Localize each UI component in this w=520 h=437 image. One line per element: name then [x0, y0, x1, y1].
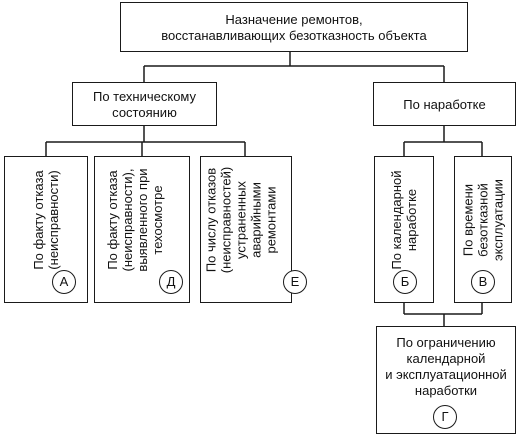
marker-g: Г — [433, 405, 457, 429]
leaf-box-b: По календарной наработке Б — [374, 156, 434, 303]
leaf-v-text: По времени безотказной эксплуатации — [461, 179, 506, 261]
marker-e: Е — [283, 270, 307, 294]
leaf-v-line3: эксплуатации — [490, 179, 506, 261]
leaf-v-line2: безотказной — [475, 183, 491, 257]
root-title-line2: восстанавливающих безотказность объекта — [161, 28, 427, 43]
leaf-a-line2: (неисправности) — [46, 170, 61, 270]
root-title-line1: Назначение ремонтов, — [225, 12, 363, 27]
leaf-d-line2: (неисправности), — [120, 168, 135, 272]
bottom-line1: По ограничению — [396, 335, 496, 350]
branch-operating-time: По наработке — [373, 82, 516, 126]
leaf-d-line3: выявленного при — [135, 168, 150, 272]
root-box: Назначение ремонтов, восстанавливающих б… — [120, 2, 468, 52]
bottom-line4: наработки — [414, 383, 478, 398]
leaf-a-text: По факту отказа (неисправности) — [31, 170, 61, 269]
leaf-b-text: По календарной наработке — [389, 170, 419, 269]
branch-technical-condition-line1: По техническому — [92, 89, 197, 104]
branch-technical-condition-line2: состоянию — [112, 105, 177, 120]
leaf-a-line1: По факту отказа — [31, 170, 46, 270]
bottom-line2: календарной — [406, 351, 486, 366]
marker-d: Д — [159, 270, 183, 294]
branch-operating-time-line1: По наработке — [403, 97, 486, 112]
leaf-v-line1: По времени — [460, 183, 476, 257]
leaf-b-line1: По календарной — [389, 170, 404, 270]
bottom-box: По ограничению календарной и эксплуатаци… — [376, 326, 516, 434]
leaf-e-line1: По числу отказов — [203, 167, 219, 273]
leaf-box-v: По времени безотказной эксплуатации В — [454, 156, 512, 303]
marker-a: А — [52, 270, 76, 294]
leaf-d-line1: По факту отказа — [105, 170, 120, 270]
marker-b: Б — [393, 270, 417, 294]
bottom-line3: и эксплуатационной — [385, 367, 507, 382]
leaf-d-text: По факту отказа (неисправности), выявлен… — [105, 168, 165, 271]
leaf-box-d: По факту отказа (неисправности), выявлен… — [94, 156, 190, 303]
leaf-d-line4: техосмотре — [150, 185, 165, 255]
leaf-e-line2: (неисправностей) — [218, 166, 234, 274]
leaf-e-line5: ремонтами — [263, 186, 279, 254]
leaf-box-e: По числу отказов (неисправностей) устран… — [200, 156, 307, 303]
leaf-e-line4: аварийными — [248, 182, 264, 258]
branch-technical-condition: По техническому состоянию — [72, 82, 217, 126]
leaf-e-line3: устраненных — [233, 181, 249, 259]
leaf-e-text: По числу отказов (неисправностей) устран… — [204, 167, 279, 273]
leaf-box-a: По факту отказа (неисправности) А — [4, 156, 88, 303]
leaf-b-line2: наработке — [404, 188, 419, 252]
marker-v: В — [471, 270, 495, 294]
